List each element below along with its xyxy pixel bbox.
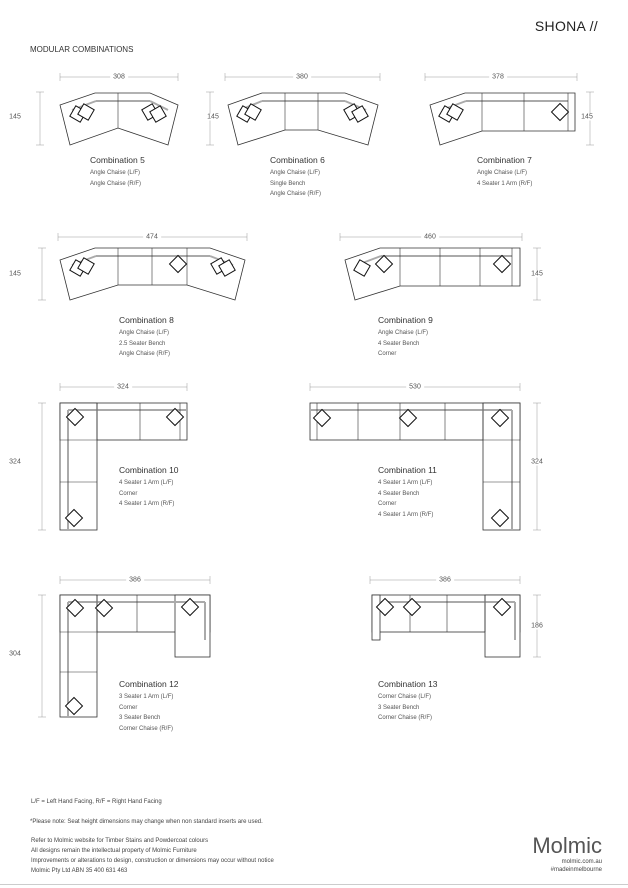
module-item: Angle Chaise (R/F) [119,351,171,357]
module-item: Angle Chaise (L/F) [477,170,528,176]
width-label: 308 [110,73,128,81]
combination-5-diagram [59,92,179,146]
module-item: 3 Seater Bench [378,704,420,711]
module-item: 4 Seater 1 Arm (R/F) [378,511,434,518]
combination-12-caption: Combination 12 3 Seater 1 Arm (L/F) Corn… [119,677,179,734]
brand-info: molmic.com.au #madeinmelbourne [551,858,602,874]
module-item: Corner Chaise (R/F) [378,715,433,721]
module-item: 4 Seater 1 Arm (L/F) [119,480,174,486]
disclaimer-line: Refer to Molmic website for Timber Stain… [31,838,209,844]
combination-10-diagram [59,402,188,531]
module-item: 3 Seater Bench [119,715,161,721]
seat-height-note: *Please note: Seat height dimensions may… [30,819,263,825]
combination-5-caption: Combination 5 Angle Chaise (L/F) Angle C… [90,153,145,189]
module-item: Corner [119,704,138,711]
depth-label: 324 [6,458,24,466]
combination-6-caption: Combination 6 Angle Chaise (L/F) Single … [270,153,325,200]
module-item: 2.5 Seater Bench [119,340,166,347]
module-item: Single Bench [270,180,306,187]
depth-label: 145 [204,113,222,121]
module-item: Angle Chaise (L/F) [90,170,141,176]
width-label: 474 [143,233,161,241]
module-item: Corner [378,351,397,357]
combination-10-caption: Combination 10 4 Seater 1 Arm (L/F) Corn… [119,463,179,510]
page-bottom-divider [0,884,628,885]
combination-title: Combination 11 [378,465,437,475]
combination-title: Combination 5 [90,155,145,165]
combination-title: Combination 8 [119,315,174,325]
section-heading: MODULAR COMBINATIONS [30,45,134,54]
module-item: Angle Chaise (L/F) [270,170,321,176]
disclaimer-line: Molmic Pty Ltd ABN 35 400 631 463 [31,868,128,874]
width-label: 460 [421,233,439,241]
module-item: Angle Chaise (L/F) [119,330,170,336]
depth-label: 145 [6,113,24,121]
molmic-logo: Molmic [532,833,602,858]
width-label: 324 [114,383,132,391]
module-item: 4 Seater Bench [378,490,420,497]
depth-label: 145 [6,270,24,278]
width-label: 386 [436,576,454,584]
module-item: Angle Chaise (R/F) [90,180,142,187]
depth-label: 324 [528,458,546,466]
depth-label: 304 [6,650,24,658]
module-item: 4 Seater Bench [378,340,420,347]
disclaimer: Refer to Molmic website for Timber Stain… [31,836,274,876]
combination-title: Combination 9 [378,315,433,325]
module-item: Corner Chaise (R/F) [119,725,174,732]
width-label: 380 [293,73,311,81]
website-link[interactable]: molmic.com.au [561,859,602,865]
combination-title: Combination 10 [119,465,179,475]
depth-label: 186 [528,622,546,630]
module-item: 4 Seater 1 Arm (L/F) [378,480,433,486]
combination-title: Combination 12 [119,679,179,689]
depth-label: 145 [578,113,596,121]
disclaimer-line: All designs remain the intellectual prop… [31,848,197,854]
width-label: 530 [406,383,424,391]
document-title: SHONA // [534,18,598,34]
combination-7-caption: Combination 7 Angle Chaise (L/F) 4 Seate… [477,153,532,189]
width-label: 378 [489,73,507,81]
hashtag: #madeinmelbourne [550,867,602,873]
combination-title: Combination 13 [378,679,438,689]
module-item: Angle Chaise (R/F) [270,191,322,197]
depth-label: 145 [528,270,546,278]
module-item: Corner [378,501,397,507]
module-item: 4 Seater 1 Arm (R/F) [477,180,533,187]
module-item: Angle Chaise (L/F) [378,330,429,336]
combination-9-caption: Combination 9 Angle Chaise (L/F) 4 Seate… [378,313,433,360]
combination-title: Combination 7 [477,155,532,165]
combination-7-diagram [429,92,576,146]
combination-13-caption: Combination 13 Corner Chaise (L/F) 3 Sea… [378,677,438,724]
module-item: 4 Seater 1 Arm (R/F) [119,501,175,507]
combination-6-diagram [227,92,379,146]
module-item: 3 Seater 1 Arm (L/F) [119,694,174,700]
combination-8-caption: Combination 8 Angle Chaise (L/F) 2.5 Sea… [119,313,174,360]
disclaimer-line: Improvements or alterations to design, c… [31,858,274,864]
combination-9-diagram [344,247,521,301]
module-item: Corner Chaise (L/F) [378,694,432,700]
combination-13-diagram [371,594,521,658]
combination-11-diagram [309,402,521,531]
width-label: 386 [126,576,144,584]
combination-title: Combination 6 [270,155,325,165]
facing-legend: L/F = Left Hand Facing, R/F = Right Hand… [31,799,162,805]
combination-11-caption: Combination 11 4 Seater 1 Arm (L/F) 4 Se… [378,463,437,520]
combination-8-diagram [59,247,246,301]
module-item: Corner [119,490,138,497]
combination-12-diagram [59,594,211,718]
